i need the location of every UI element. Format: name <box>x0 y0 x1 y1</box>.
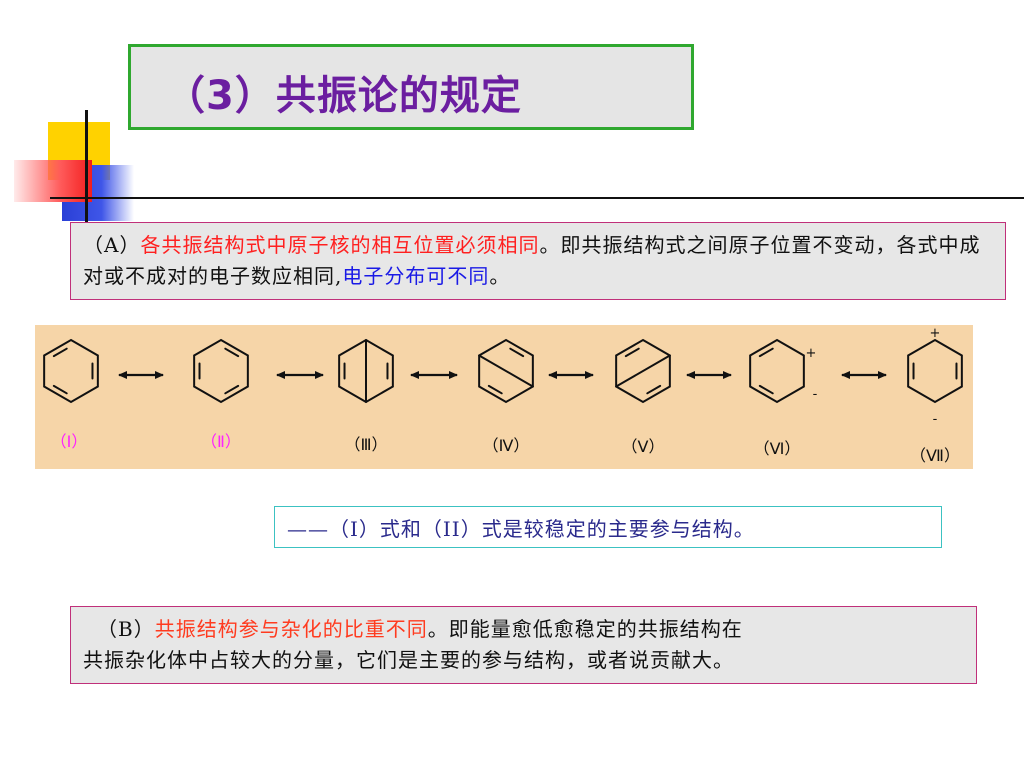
rule-b-line2: 共振杂化体中占较大的分量，它们是主要的参与结构，或者说贡献大。 <box>83 648 734 672</box>
title-frame: （3）共振论的规定 <box>128 44 694 130</box>
structure-label-2: （Ⅱ） <box>201 432 241 451</box>
hexagon-ring <box>43 338 99 404</box>
hexagon-ring <box>907 338 963 404</box>
double-bond-line <box>509 347 525 358</box>
rule-b-prefix: （B） <box>97 617 155 641</box>
double-bond-line <box>224 347 240 358</box>
structure-3 <box>338 338 394 404</box>
structure-4 <box>478 338 534 404</box>
structure-label-1: （Ⅰ） <box>51 432 88 451</box>
double-bond-line <box>758 384 774 395</box>
structure-1 <box>43 338 99 404</box>
structure-label-5: （Ⅴ） <box>622 437 665 456</box>
structure-label-6: （Ⅵ） <box>754 439 801 458</box>
rule-b-box: （B）共振结构参与杂化的比重不同。即能量愈低愈稳定的共振结构在 共振杂化体中占较… <box>70 606 977 684</box>
structure-label-4: （Ⅳ） <box>483 436 530 455</box>
hexagon-ring <box>193 338 249 404</box>
cross-bond-line <box>478 354 534 388</box>
cross-bond-line <box>615 354 671 388</box>
rule-a-highlight: 各共振结构式中原子核的相互位置必须相同 <box>140 233 540 257</box>
hexagon-ring <box>749 338 805 404</box>
rule-a-box: （A）各共振结构式中原子核的相互位置必须相同。即共振结构式之间原子位置不变动，各… <box>70 222 1006 300</box>
rule-b-line1-rest: 。即能量愈低愈稳定的共振结构在 <box>427 617 743 641</box>
note-box: ——（I）式和（II）式是较稳定的主要参与结构。 <box>274 506 942 548</box>
rule-a-highlight-blue: 电子分布可不同 <box>342 264 490 288</box>
rule-a-prefix: （A） <box>83 233 141 257</box>
structure-6 <box>749 338 805 404</box>
structure-label-3: （Ⅲ） <box>344 435 387 454</box>
double-bond-line <box>487 384 503 395</box>
double-bond-line <box>52 347 68 358</box>
decorative-vertical-line <box>85 110 88 225</box>
rule-a-middle: 。即共振结构式之间原子位置不变动，各式中成对或不成对的电子数应相同, <box>83 233 981 288</box>
structure-2 <box>193 338 249 404</box>
resonance-structures-panel: + - + - （Ⅰ） （Ⅱ） （Ⅲ） （Ⅳ） （Ⅴ） （Ⅵ） （Ⅶ） <box>35 325 973 469</box>
double-bond-line <box>758 347 774 358</box>
charge-minus-vii: - <box>933 412 938 427</box>
double-bond-line <box>52 384 68 395</box>
double-bond-line <box>646 384 662 395</box>
rule-b-highlight: 共振结构参与杂化的比重不同 <box>154 617 428 641</box>
note-text: ——（I）式和（II）式是较稳定的主要参与结构。 <box>287 517 755 541</box>
decorative-horizontal-line <box>50 197 1024 199</box>
rule-a-suffix: 。 <box>489 264 511 288</box>
charge-minus-vi: - <box>813 387 818 402</box>
resonance-diagram: + - + - （Ⅰ） （Ⅱ） （Ⅲ） （Ⅳ） （Ⅴ） （Ⅵ） （Ⅶ） <box>43 326 963 465</box>
structure-label-7: （Ⅶ） <box>910 446 960 465</box>
page-title: （3）共振论的规定 <box>165 73 522 119</box>
structure-5 <box>615 338 671 404</box>
charge-plus-vi: + <box>806 346 817 361</box>
double-bond-line <box>624 347 640 358</box>
structure-7 <box>907 338 963 404</box>
decorative-red-block <box>14 160 92 202</box>
charge-plus-vii: + <box>930 326 941 341</box>
double-bond-line <box>224 384 240 395</box>
